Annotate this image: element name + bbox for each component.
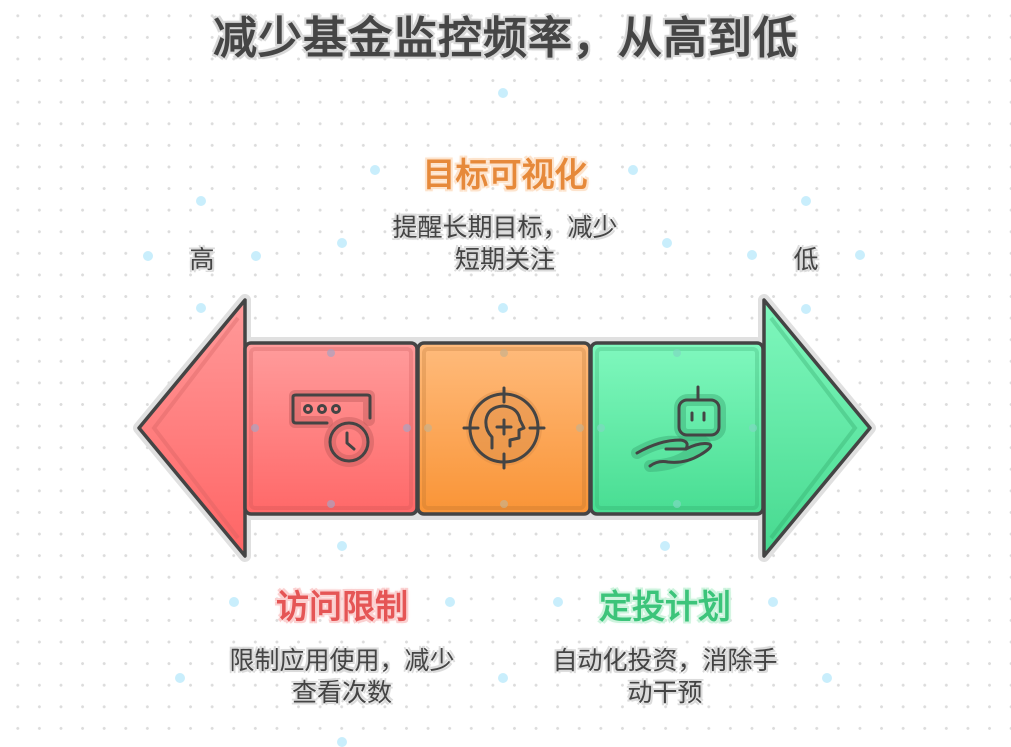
decor-bubble <box>801 196 811 206</box>
stage-title-access-limit: 访问限制 <box>276 587 408 626</box>
decor-bubble <box>498 88 508 98</box>
stage-title-auto-invest: 定投计划 <box>599 587 731 626</box>
description-line: 查看次数 <box>291 678 392 707</box>
description-line: 提醒长期目标，减少 <box>392 213 618 242</box>
decor-bubble <box>196 303 206 313</box>
target-head-icon <box>462 386 546 470</box>
low-label: 低 <box>793 245 819 274</box>
password-clock-icon <box>289 390 375 467</box>
decor-bubble <box>822 673 832 683</box>
decor-bubble <box>498 303 508 313</box>
robot-hand-icon <box>631 385 726 472</box>
decor-bubble <box>768 597 778 607</box>
description-line: 限制应用使用，减少 <box>229 646 455 675</box>
decor-bubble <box>445 597 455 607</box>
decor-bubble <box>662 238 672 248</box>
decor-bubble <box>660 541 670 551</box>
description-line: 短期关注 <box>454 245 555 274</box>
stage-description-auto-invest: 自动化投资，消除手 动干预 <box>515 645 815 709</box>
stage-description-access-limit: 限制应用使用，减少 查看次数 <box>192 645 492 709</box>
stage-description-goal-visualization: 提醒长期目标，减少 短期关注 <box>355 212 655 276</box>
decor-bubble <box>370 165 380 175</box>
page-title: 减少基金监控频率，从高到低 <box>213 13 798 64</box>
stage-title-goal-visualization: 目标可视化 <box>422 155 588 194</box>
decor-bubble <box>337 541 347 551</box>
decor-bubble <box>498 673 508 683</box>
decor-bubble <box>251 251 261 261</box>
right-arrowhead <box>762 298 872 558</box>
decor-bubble <box>337 737 347 747</box>
decor-bubble <box>628 165 638 175</box>
left-arrowhead <box>137 298 247 558</box>
decor-bubble <box>855 250 865 260</box>
description-line: 自动化投资，消除手 <box>552 646 778 675</box>
decor-bubble <box>229 597 239 607</box>
decor-bubble <box>175 673 185 683</box>
decor-bubble <box>801 304 811 314</box>
decor-bubble <box>196 196 206 206</box>
decor-bubble <box>143 251 153 261</box>
decor-bubble <box>337 238 347 248</box>
decor-bubble <box>553 597 563 607</box>
decor-bubble <box>747 250 757 260</box>
stage-box-auto-invest <box>589 341 765 516</box>
high-label: 高 <box>189 245 215 274</box>
description-line: 动干预 <box>627 678 703 707</box>
